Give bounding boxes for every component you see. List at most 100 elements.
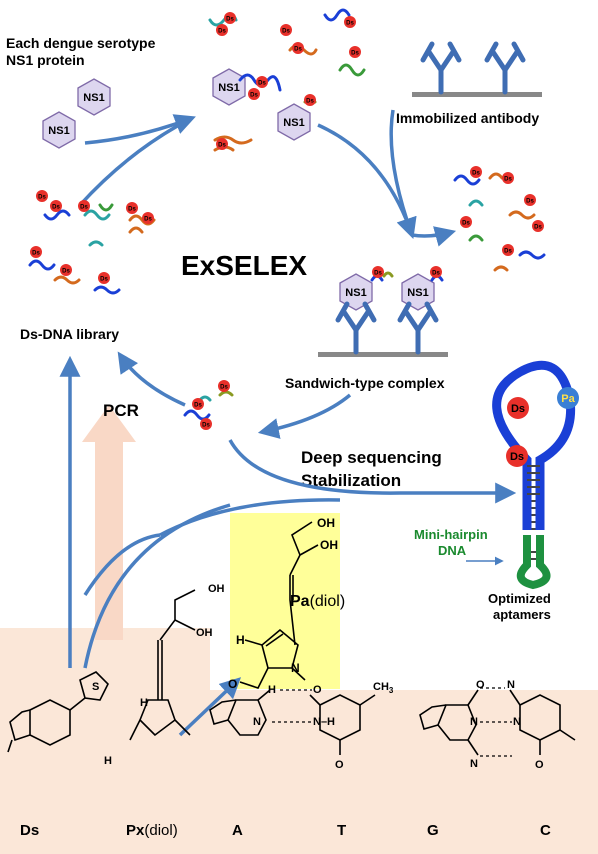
svg-text:Ds: Ds: [346, 21, 354, 27]
svg-text:Ds: Ds: [128, 207, 136, 213]
sandwich-complex-label: Sandwich-type complex: [285, 375, 445, 391]
pcr-background-arrow: [82, 405, 136, 640]
svg-text:Ds: Ds: [526, 199, 534, 205]
svg-text:Ds: Ds: [144, 217, 152, 223]
svg-text:NS1: NS1: [83, 92, 104, 104]
ds-marker: Ds: [218, 380, 230, 392]
ds-marker: Ds: [304, 94, 316, 106]
svg-text:Ds: Ds: [511, 403, 525, 415]
ds-marker: Ds: [502, 244, 514, 256]
svg-text:Ds: Ds: [504, 249, 512, 255]
ns1-protein: NS1: [77, 78, 111, 116]
a-n-atom: N: [253, 716, 261, 728]
c-n2-atom: N: [513, 716, 521, 728]
svg-text:Ds: Ds: [351, 51, 359, 57]
arrow-library-to-mix: [78, 116, 193, 207]
svg-text:Ds: Ds: [432, 271, 440, 277]
a-h-atom: H: [268, 684, 276, 696]
ds-marker: Ds: [98, 272, 110, 284]
svg-text:Ds: Ds: [218, 29, 226, 35]
g-n-atom: N: [470, 716, 478, 728]
svg-text:NS1: NS1: [283, 117, 304, 129]
pa-diol-structure: [239, 521, 319, 689]
ds-marker: Ds: [460, 216, 472, 228]
base-label-a: A: [232, 822, 243, 839]
pa-diol-label: Pa(diol): [290, 593, 345, 610]
arrow-ns1-to-mix: [84, 114, 196, 145]
ds-marker: Ds: [78, 200, 90, 212]
svg-text:Ds: Ds: [52, 205, 60, 211]
base-label-c: C: [540, 822, 551, 839]
serotype-label-line1: Each dengue serotype: [6, 35, 156, 51]
pcr-label: PCR: [103, 401, 139, 420]
ds-marker: Ds: [256, 76, 268, 88]
svg-text:Ds: Ds: [220, 385, 228, 391]
svg-text:Ds: Ds: [100, 277, 108, 283]
ns1-protein: NS1: [339, 273, 373, 311]
svg-text:Ds: Ds: [202, 423, 210, 429]
svg-text:Ds: Ds: [306, 99, 314, 105]
svg-text:Ds: Ds: [32, 251, 40, 257]
svg-text:NS1: NS1: [48, 125, 69, 137]
ds-marker: Ds: [216, 24, 228, 36]
ns1-protein: NS1: [42, 111, 76, 149]
immobilized-antibody-label: Immobilized antibody: [396, 110, 539, 126]
ds-marker: Ds: [292, 42, 304, 54]
optimized-label-line1: Optimized: [488, 591, 551, 606]
ds-marker: Ds: [224, 12, 236, 24]
pa-h: H: [236, 633, 245, 647]
c-o-atom: O: [535, 759, 544, 771]
g-n2-atom: N: [470, 758, 478, 770]
deep-sequencing-label: Deep sequencing: [301, 448, 442, 467]
base-label-px: Px(diol): [126, 822, 178, 839]
arrow-antibody-to-complex: [389, 109, 414, 236]
ds-marker: Ds: [192, 398, 204, 410]
arrow-eluted-to-library: [117, 351, 186, 407]
base-structures: [7, 589, 576, 756]
dna-strands: [28, 8, 546, 421]
g-o-atom: O: [476, 679, 485, 691]
svg-text:Ds: Ds: [250, 93, 258, 99]
ds-markers: Ds Ds Ds Ds Ds Ds Ds Ds Ds Ds Ds Ds Ds D…: [30, 12, 544, 430]
ns1-protein: NS1: [212, 68, 246, 106]
ns1-protein: NS1: [277, 103, 311, 141]
arrow-eluted-to-aptamer: [228, 439, 517, 504]
immobilized-antibodies: [412, 41, 542, 97]
ds-s-atom: S: [92, 681, 99, 693]
stabilization-label: Stabilization: [301, 471, 401, 490]
ds-marker: Ds: [502, 172, 514, 184]
svg-text:Ds: Ds: [504, 177, 512, 183]
svg-text:Ds: Ds: [218, 143, 226, 149]
t-o-atom: O: [313, 684, 322, 696]
mini-hairpin-label-line2: DNA: [438, 543, 467, 558]
ns1-proteins: NS1 NS1 NS1 NS1 NS1 NS1: [42, 68, 435, 311]
px-oh-1: OH: [208, 583, 225, 595]
arrow-px-base-to-pa: [178, 677, 242, 737]
aptamer-ds-top: Ds: [507, 397, 529, 419]
aptamer-ds-bottom: Ds: [506, 445, 528, 467]
ds-marker: Ds: [349, 46, 361, 58]
mini-hairpin-label-line1: Mini-hairpin: [414, 527, 488, 542]
svg-text:Pa: Pa: [561, 393, 575, 405]
ds-marker: Ds: [126, 202, 138, 214]
svg-text:Ds: Ds: [294, 47, 302, 53]
base-label-ds: Ds: [20, 822, 39, 839]
t-ch3: CH3: [373, 681, 394, 695]
hydrogen-bonds: [272, 687, 512, 757]
svg-text:Ds: Ds: [374, 271, 382, 277]
optimized-label-line2: aptamers: [493, 607, 551, 622]
svg-text:NS1: NS1: [218, 82, 239, 94]
arrow-px-up: [83, 533, 161, 596]
ds-marker: Ds: [200, 418, 212, 430]
ds-marker: Ds: [532, 220, 544, 232]
px-h-atom: H: [140, 697, 148, 709]
svg-text:Ds: Ds: [226, 17, 234, 23]
ds-marker: Ds: [216, 138, 228, 150]
svg-text:Ds: Ds: [258, 81, 266, 87]
ds-marker: Ds: [280, 24, 292, 36]
pa-oh-2: OH: [320, 538, 338, 552]
base-label-t: T: [337, 822, 346, 839]
svg-text:Ds: Ds: [534, 225, 542, 231]
px-oh-2: OH: [196, 627, 213, 639]
